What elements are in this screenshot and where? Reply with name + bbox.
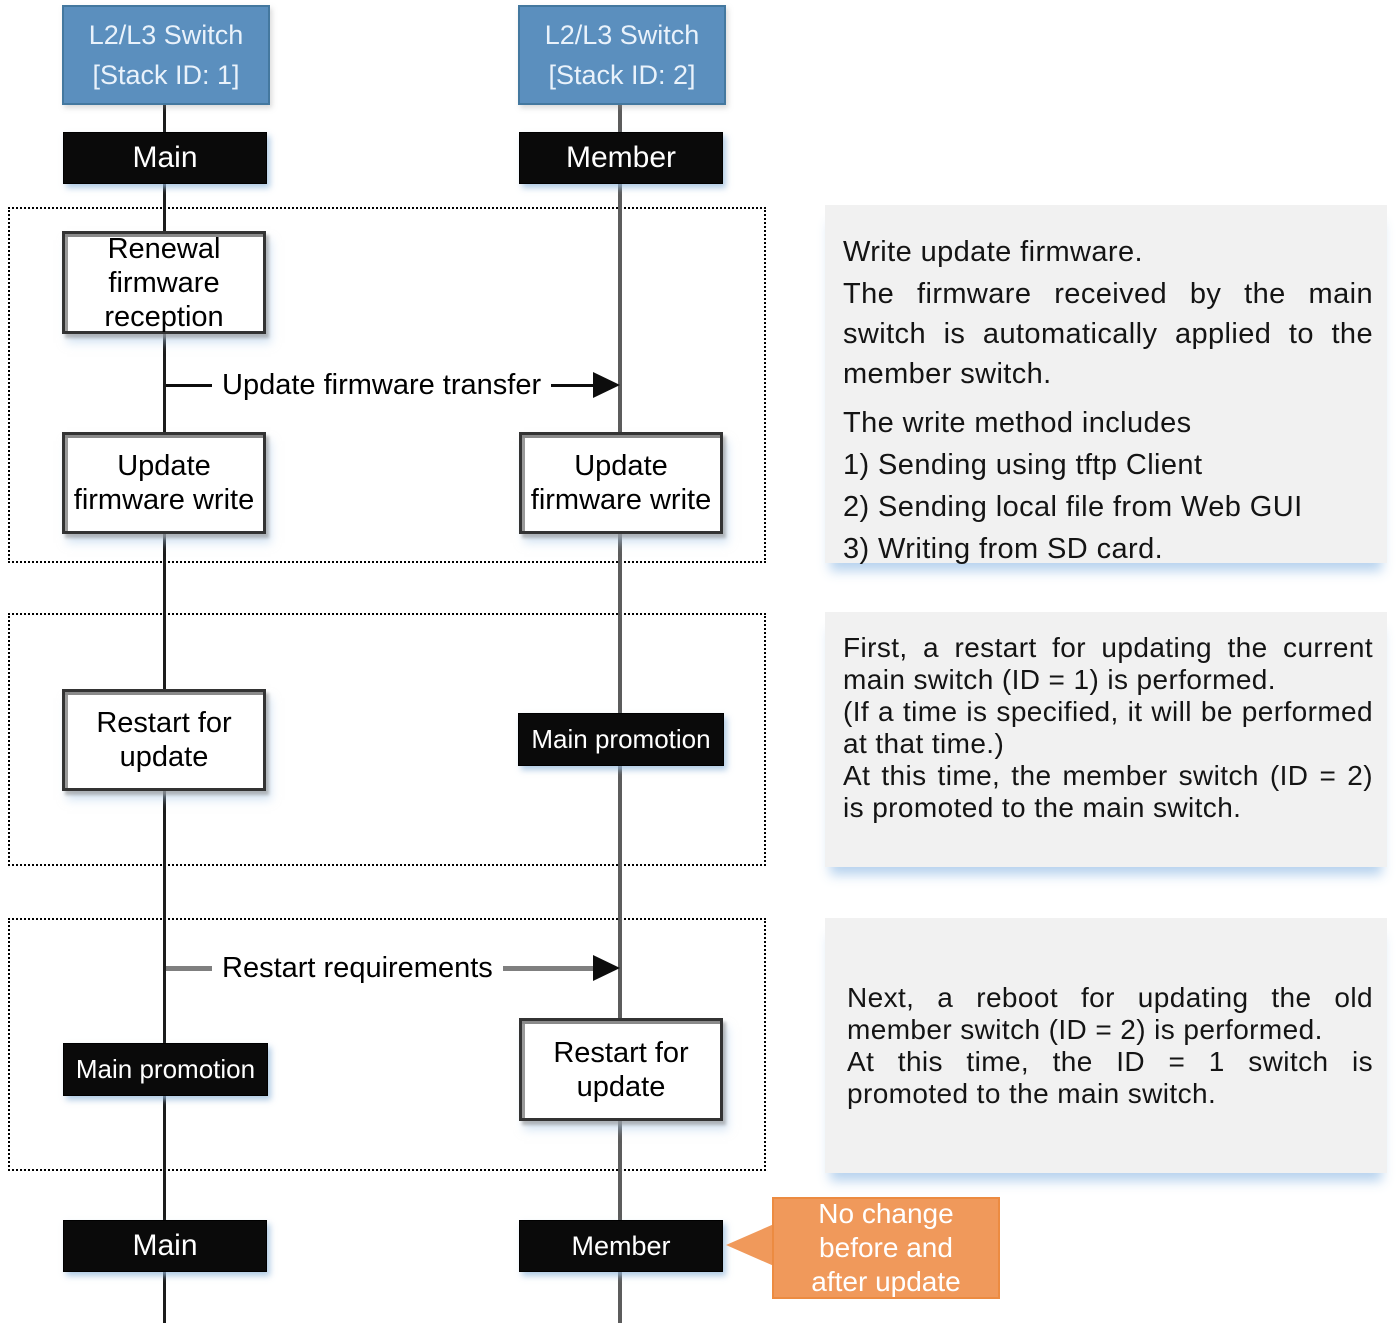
note-list-item: 1) Sending using tftp Client (843, 449, 1203, 481)
note-paragraph: The write method includes (843, 407, 1192, 439)
process-box-update-firmware-write-main: Update firmware write (62, 432, 266, 534)
actor-header-switch-2: L2/L3 Switch [Stack ID: 2] (518, 5, 726, 105)
note-paragraph: Next, a reboot for updating the old memb… (847, 981, 1373, 1045)
state-box-member-top: Member (519, 132, 723, 184)
arrow-label: Update firmware transfer (222, 368, 542, 401)
note-paragraph: (If a time is specified, it will be perf… (843, 696, 1373, 759)
note-list-item: 3) Writing from SD card. (843, 533, 1164, 565)
process-box-update-firmware-write-member: Update firmware write (519, 432, 723, 534)
callout-no-change: No change before and after update (772, 1197, 1000, 1299)
arrowhead-icon (593, 955, 620, 981)
note-paragraph: The firmware received by the main switch… (843, 278, 1373, 390)
note-paragraph: First, a restart for updating the curren… (843, 632, 1373, 695)
arrow-line-segment (502, 965, 593, 971)
note-member-switch-reboot: Next, a reboot for updating the old memb… (825, 918, 1387, 1173)
process-box-restart-for-update-member: Restart for update (519, 1018, 723, 1121)
note-paragraph: Write update firmware. (843, 236, 1143, 268)
phase-frame-main-restart (8, 613, 766, 866)
note-paragraph: At this time, the ID = 1 switch is promo… (847, 1045, 1373, 1109)
arrow-line-segment (551, 383, 593, 387)
note-write-update-firmware: Write update firmware. The firmware rece… (825, 205, 1387, 565)
phase-frame-firmware-write (8, 207, 766, 563)
phase-frame-member-restart (8, 918, 766, 1171)
arrow-label: Restart requirements (222, 951, 493, 984)
state-box-main-promotion-member: Main promotion (518, 713, 724, 766)
arrowhead-icon (593, 372, 620, 398)
state-box-main-top: Main (63, 132, 267, 184)
state-box-main-bottom: Main (63, 1220, 267, 1272)
note-paragraph: At this time, the member switch (ID = 2)… (843, 760, 1373, 823)
message-arrow-update-firmware-transfer: Update firmware transfer (166, 368, 620, 401)
process-box-renewal-firmware-reception: Renewal firmware reception (62, 231, 266, 334)
arrow-line-segment (166, 383, 212, 387)
callout-pointer-icon (726, 1224, 774, 1266)
actor-header-switch-1: L2/L3 Switch [Stack ID: 1] (62, 5, 270, 105)
note-list-item: 2) Sending local file from Web GUI (843, 491, 1303, 523)
state-box-main-promotion-switch-1: Main promotion (63, 1043, 268, 1096)
message-arrow-restart-requirements: Restart requirements (166, 951, 620, 984)
process-box-restart-for-update-main: Restart for update (62, 689, 266, 791)
note-main-switch-restart: First, a restart for updating the curren… (825, 612, 1387, 867)
arrow-line-segment (166, 965, 212, 971)
state-box-member-bottom: Member (519, 1220, 723, 1272)
